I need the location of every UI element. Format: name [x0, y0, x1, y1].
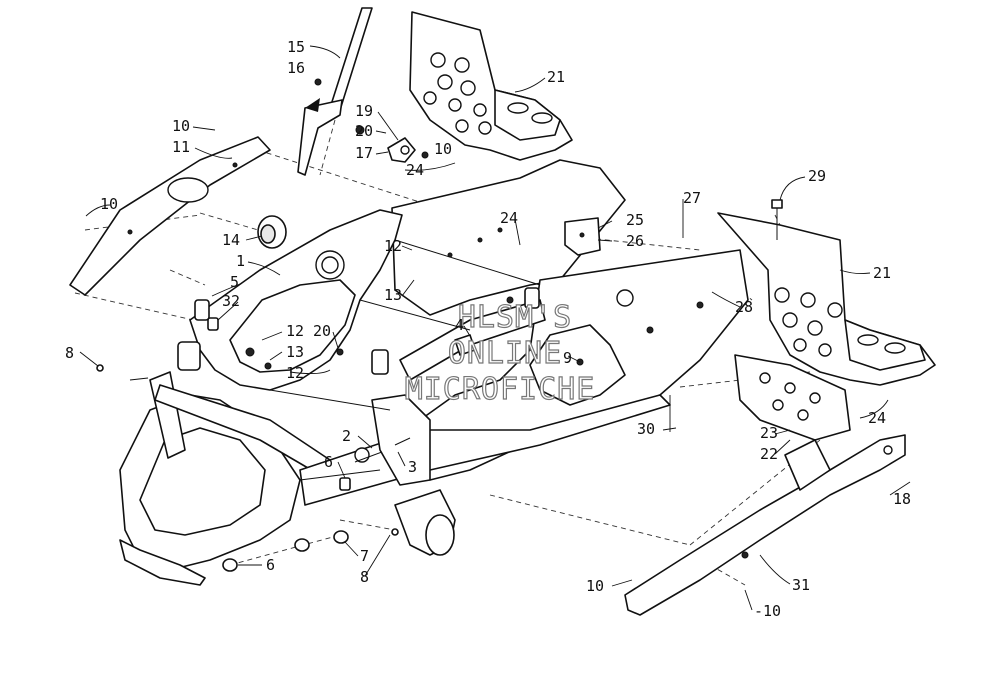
part-14-roller	[257, 215, 287, 249]
callout-17: 17	[355, 144, 373, 162]
callout-8: 8	[360, 568, 369, 586]
callout-24: 24	[406, 161, 424, 179]
callout-26: 26	[626, 232, 644, 250]
callout-13: 13	[384, 286, 402, 304]
callout-2: 2	[342, 427, 351, 445]
watermark-line-3: MICROFICHE	[405, 372, 596, 407]
callout-6: 6	[266, 556, 275, 574]
callout-12: 12	[384, 237, 402, 255]
callout-12: 12	[286, 322, 304, 340]
callout-27: 27	[683, 189, 701, 207]
callout-21: 21	[873, 264, 891, 282]
callout-7: 7	[360, 547, 369, 565]
watermark-line-2: ONLINE	[448, 336, 562, 371]
callout-16: 16	[287, 59, 305, 77]
callout-31: 31	[792, 576, 810, 594]
callout-12: 12	[286, 364, 304, 382]
callout-10: 10	[434, 140, 452, 158]
callout-10: -10	[754, 602, 781, 620]
main-frame	[119, 159, 749, 586]
small-fittings	[96, 287, 540, 572]
part-17-bracket	[355, 125, 429, 163]
callout-25: 25	[626, 211, 644, 229]
callout-11: 11	[172, 138, 190, 156]
callout-1: 1	[236, 252, 245, 270]
part-21-upper-panel	[409, 11, 573, 161]
callout-8: 8	[65, 344, 74, 362]
callout-29: 29	[808, 167, 826, 185]
callout-6: 6	[324, 453, 333, 471]
leader-lines	[79, 45, 911, 611]
watermark-line-1: HLSM'S	[458, 300, 572, 335]
part-25-26-plate	[564, 217, 601, 256]
callout-labels: 15 16 21 19 20 17 10 24 10 11 10 29 27 2…	[65, 38, 911, 620]
callout-10: 10	[172, 117, 190, 135]
callout-32: 32	[222, 292, 240, 310]
callout-23: 23	[760, 424, 778, 442]
callout-10: 10	[586, 577, 604, 595]
callout-3: 3	[408, 458, 417, 476]
callout-9: 9	[563, 349, 572, 367]
part-15-steering-post	[297, 7, 373, 176]
callout-14: 14	[222, 231, 240, 249]
callout-20: 20	[313, 322, 331, 340]
part-4-9-cover	[454, 324, 626, 406]
callout-4: 4	[455, 316, 464, 334]
callout-5: 5	[230, 273, 239, 291]
callout-13: 13	[286, 343, 304, 361]
callout-19: 19	[355, 102, 373, 120]
callout-24: 24	[868, 409, 886, 427]
part-29-bolt	[771, 199, 783, 240]
callout-30: 30	[637, 420, 655, 438]
callout-28: 28	[735, 298, 753, 316]
callout-21: 21	[547, 68, 565, 86]
part-31-side-rail	[624, 434, 906, 616]
callout-24: 24	[500, 209, 518, 227]
callout-18: 18	[893, 490, 911, 508]
part-21-lower-panel	[717, 212, 936, 386]
callout-15: 15	[287, 38, 305, 56]
callout-10: 10	[100, 195, 118, 213]
callout-20: 20	[355, 122, 373, 140]
part-22-23-bracket	[734, 354, 851, 441]
callout-22: 22	[760, 445, 778, 463]
watermark: HLSM'S ONLINE MICROFICHE	[404, 299, 596, 407]
part-11-brace	[69, 136, 271, 296]
